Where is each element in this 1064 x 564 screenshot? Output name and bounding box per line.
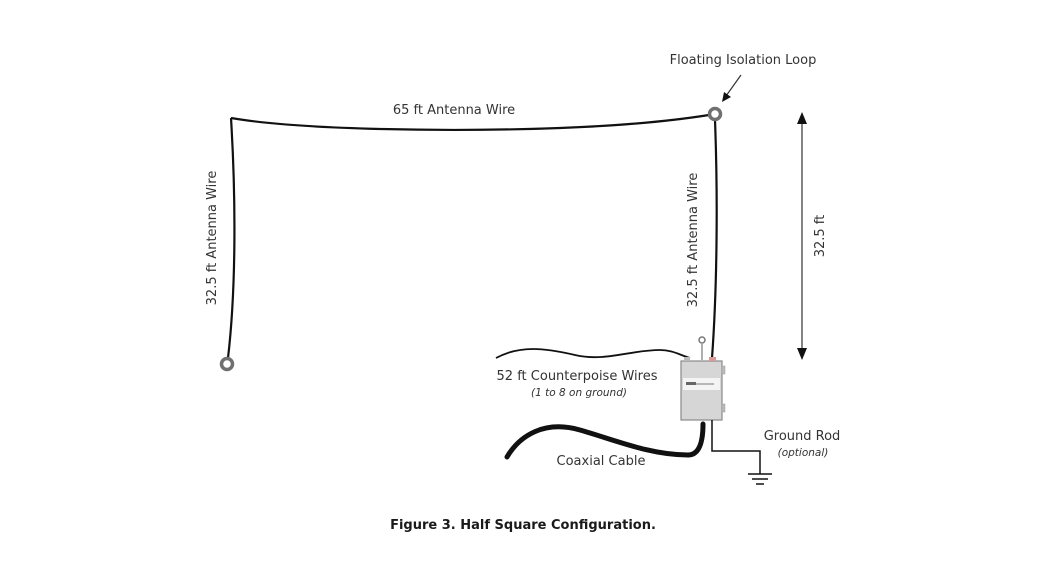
counterpoise-label: 52 ft Counterpoise Wires [497,369,658,384]
isolation-loop-pointer-arrow [725,74,742,97]
coaxial-cable [504,421,706,460]
matching-unit-box [680,357,726,421]
counterpoise-note: (1 to 8 on ground) [531,387,627,399]
dimension-arrow-up-icon [797,112,807,124]
dimension-arrow-down-icon [797,348,807,360]
top-antenna-wire [230,113,710,131]
ground-rod-note: (optional) [778,447,829,459]
right-antenna-wire [710,119,718,359]
top-wire-label: 65 ft Antenna Wire [393,103,515,118]
left-end-insulator-icon [219,356,235,372]
ground-rod-label: Ground Rod [764,429,841,444]
isolation-loop-arrowhead-icon [722,92,731,102]
figure-caption: Figure 3. Half Square Configuration. [390,518,656,533]
box-whip-tip-icon [698,336,706,344]
isolation-loop-label: Floating Isolation Loop [670,53,817,68]
height-dimension-label: 32.5 ft [813,215,828,258]
left-wire-label: 32.5 ft Antenna Wire [205,171,220,306]
coax-label: Coaxial Cable [557,454,646,469]
floating-isolation-loop-icon [707,106,723,122]
counterpoise-wire [495,348,691,359]
ground-symbol-icon [748,473,772,485]
ground-wire [711,420,761,474]
right-wire-label: 32.5 ft Antenna Wire [686,173,701,308]
left-antenna-wire [226,117,236,359]
